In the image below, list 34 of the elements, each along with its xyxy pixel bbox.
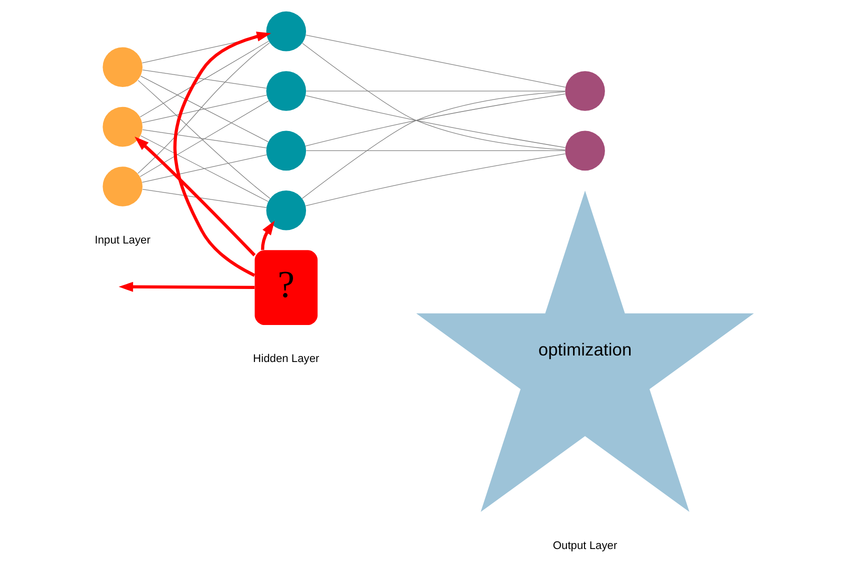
arrow bbox=[172, 32, 271, 277]
connector bbox=[304, 34, 566, 88]
node-circle bbox=[266, 190, 306, 230]
connector bbox=[305, 150, 565, 152]
connector bbox=[137, 80, 270, 199]
node-box: ? bbox=[254, 250, 318, 325]
connector bbox=[142, 189, 266, 208]
node-circle bbox=[266, 71, 306, 111]
arrow bbox=[118, 282, 254, 292]
connector bbox=[304, 154, 566, 206]
connector bbox=[139, 40, 269, 118]
connector bbox=[139, 100, 269, 177]
connector bbox=[140, 76, 268, 142]
node-circle bbox=[564, 71, 604, 111]
label: Input Layer bbox=[94, 234, 150, 247]
arrow bbox=[134, 136, 256, 256]
label: Hidden Layer bbox=[252, 353, 319, 366]
connector bbox=[142, 129, 266, 148]
node-circle bbox=[102, 47, 142, 88]
arrow bbox=[260, 220, 274, 250]
connector bbox=[301, 91, 565, 199]
node-circle bbox=[102, 106, 142, 147]
node-circle bbox=[266, 130, 306, 171]
connector bbox=[141, 94, 266, 123]
node-circle bbox=[102, 166, 142, 206]
connector bbox=[142, 70, 266, 89]
connector bbox=[141, 154, 266, 183]
connector bbox=[305, 90, 565, 92]
connector bbox=[140, 135, 268, 202]
connector bbox=[302, 42, 565, 150]
node-circle bbox=[564, 130, 604, 171]
label: Output Layer bbox=[552, 540, 617, 552]
node-circle bbox=[266, 11, 306, 52]
connector bbox=[137, 42, 270, 174]
